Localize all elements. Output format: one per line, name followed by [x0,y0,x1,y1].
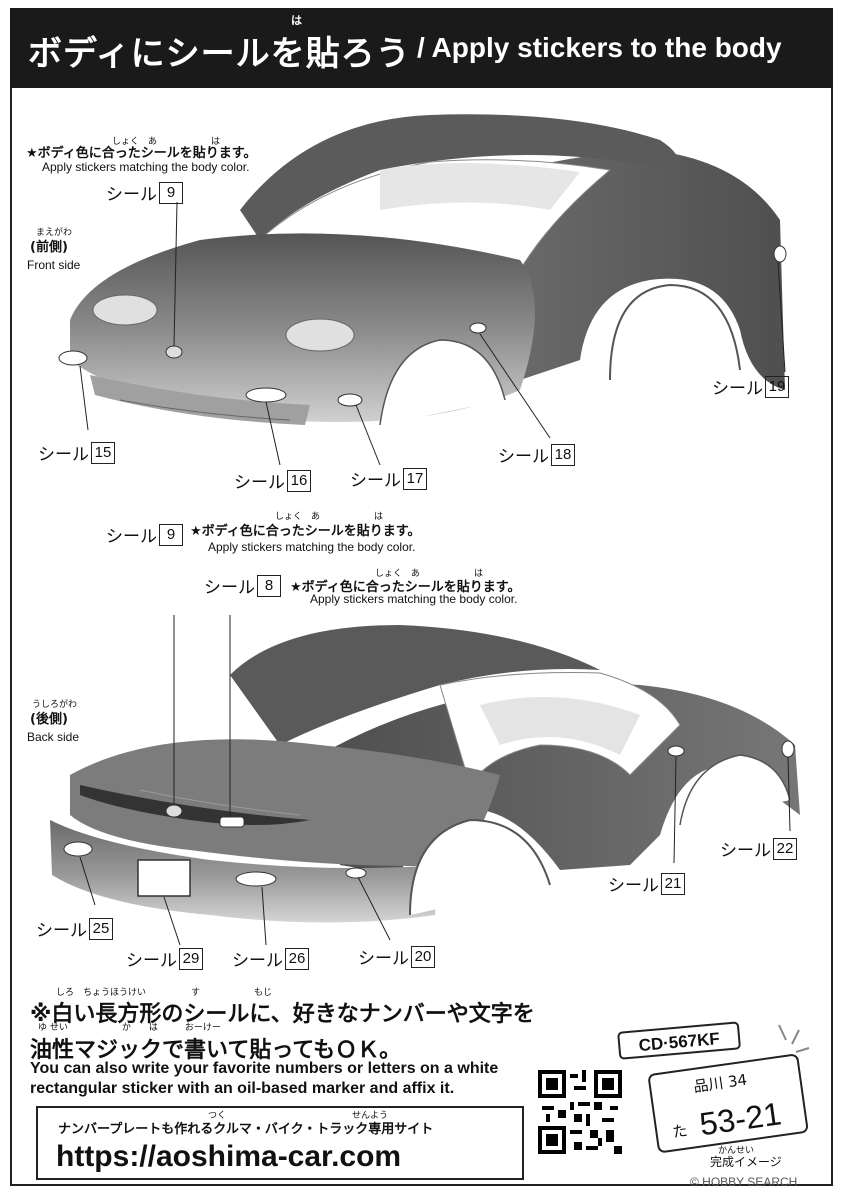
sticker-number: 25 [89,917,113,940]
back-sticker-label-25: シール 25 [36,916,113,941]
label-text: シール [720,841,771,861]
sticker-number: 29 [179,947,203,970]
qr-code[interactable] [538,1070,622,1154]
front-sticker-label-17: シール 17 [350,466,427,491]
back-sticker-label-9: シール 9 [106,522,183,547]
front-sticker-label-18: シール 18 [498,442,575,467]
back-note2-ruby: しょく あ は [375,569,484,579]
front-sticker-label-19: シール 19 [712,374,789,399]
bottom-line2-ja: 油性マジックで書いて貼ってもＯＫ。 [30,1038,402,1063]
watermark-text: © HOBBY SEARCH [690,1175,798,1189]
sticker-number: 9 [159,523,183,546]
label-text: シール [608,876,659,896]
plate2-kana: た [671,1121,688,1141]
back-side-ruby: うしろがわ [32,700,78,710]
finish-image-label: 完成イメージ [710,1155,782,1169]
label-text: シール [350,471,401,491]
header-title-en: / Apply stickers to the body [417,32,782,63]
label-text: シール [126,951,177,971]
site-label: ナンバープレートも作れるクルマ・バイク・トラック専用サイト [58,1122,434,1137]
label-text: シール [38,445,89,465]
sticker-number: 8 [257,574,281,597]
front-sticker-label-9: シール 9 [106,180,183,205]
back-sticker-label-22: シール 22 [720,836,797,861]
back-side-en: Back side [27,730,80,744]
label-text: シール [234,473,285,493]
sticker-number: 9 [159,181,183,204]
label-text: シール [106,527,157,547]
front-side-ruby: まえがわ [36,228,73,238]
front-sticker-label-15: シール 15 [38,440,115,465]
sticker-number: 19 [765,375,789,398]
bottom-line1-ja: ※白い長方形のシールに、好きなナンバーや文字を [30,1002,535,1027]
header-banner: は ボディにシールを貼ろう / Apply stickers to the bo… [10,8,833,88]
back-side-ja: (後側) [30,712,68,727]
header-title-ja: ボディにシールを貼ろう [28,34,411,74]
sticker-number: 20 [411,945,435,968]
website-box: つく せんよう ナンバープレートも作れるクルマ・バイク・トラック専用サイト ht… [36,1106,524,1180]
sticker-number: 15 [91,441,115,464]
sticker-number: 21 [661,872,685,895]
back-note2-ja: ★ボディ色に合ったシールを貼ります。 [290,580,521,595]
back-sticker-label-21: シール 21 [608,871,685,896]
back-car-illustration [50,615,800,945]
sticker-number: 22 [773,837,797,860]
header-ruby: は [291,14,302,27]
label-text: シール [358,949,409,969]
sticker-number: 16 [287,469,311,492]
front-note-ja: ★ボディ色に合ったシールを貼ります。 [26,146,257,161]
finish-ruby: かんせい [718,1146,755,1156]
label-text: シール [204,578,255,598]
number-plate-samples: CD·567KF 品川 34 た 53-21 [617,1021,810,1153]
front-sticker-label-16: シール 16 [234,468,311,493]
sticker-number: 17 [403,467,427,490]
bottom-line1-en: You can also write your favorite numbers… [30,1060,499,1077]
back-sticker-label-8: シール 8 [204,573,281,598]
back-sticker-label-29: シール 29 [126,946,203,971]
back-note1-ja: ★ボディ色に合ったシールを貼ります。 [190,524,421,539]
back-note1-en: Apply stickers matching the body color. [208,540,416,554]
site-ruby: つく せんよう [208,1111,389,1121]
front-side-ja: (前側) [30,240,68,255]
bottom-line2-en: rectangular sticker with an oil-based ma… [30,1080,455,1097]
label-text: シール [498,447,549,467]
bottom-ruby-1: しろ ちょうほうけい す もじ [56,988,273,998]
front-side-en: Front side [27,258,81,272]
bottom-ruby-2: ゆ せい か は おーけー [38,1023,221,1033]
front-note-en: Apply stickers matching the body color. [42,160,250,174]
back-note1-ruby: しょく あ は [275,512,384,522]
site-url-link[interactable]: https://aoshima-car.com [56,1140,402,1173]
label-text: シール [36,921,87,941]
back-sticker-label-26: シール 26 [232,946,309,971]
back-sticker-label-20: シール 20 [358,944,435,969]
sticker-number: 26 [285,947,309,970]
label-text: シール [106,185,157,205]
back-note2-en: Apply stickers matching the body color. [310,592,518,606]
front-car-illustration [58,114,787,466]
label-text: シール [712,379,763,399]
sticker-number: 18 [551,443,575,466]
label-text: シール [232,951,283,971]
front-note-ruby: しょく あ は [112,137,221,147]
